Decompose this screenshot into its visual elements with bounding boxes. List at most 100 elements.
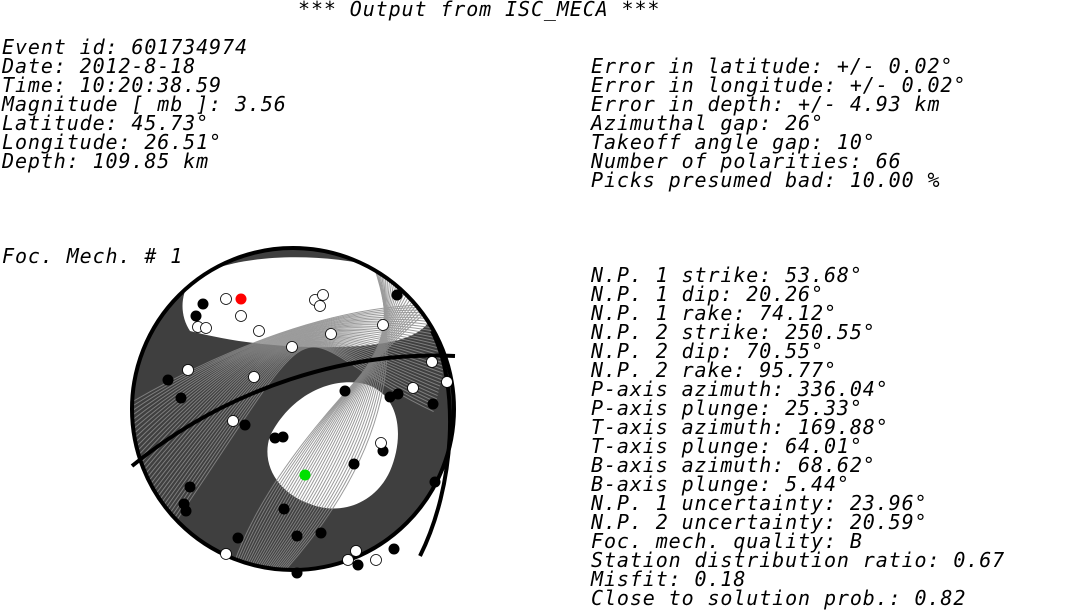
- dilatation-marker: [325, 328, 337, 340]
- uncertainty-line: [132, 304, 454, 407]
- dilatation-marker: [426, 356, 438, 368]
- uncertainty-line: [253, 281, 403, 570]
- np1-dip: N.P. 1 dip: 20.26°: [591, 282, 824, 306]
- number-of-polarities: Number of polarities: 66: [591, 149, 902, 173]
- event-longitude: Longitude: 26.51°: [2, 130, 222, 154]
- uncertainty-line: [259, 275, 396, 570]
- compression-marker: [427, 398, 439, 410]
- dilatation-marker: [407, 382, 419, 394]
- compression-marker: [291, 567, 303, 579]
- compression-marker: [232, 532, 244, 544]
- event-depth: Depth: 109.85 km: [2, 149, 210, 173]
- compression-marker: [429, 476, 441, 488]
- uncertainty-line: [156, 342, 439, 515]
- uncertainty-line: [251, 283, 406, 570]
- uncertainty-line: [229, 305, 433, 570]
- uncertainty-line: [142, 332, 449, 467]
- p-axis-plunge: P-axis plunge: 25.33°: [591, 396, 863, 420]
- np2-dip: N.P. 2 dip: 70.55°: [591, 339, 824, 363]
- misfit: Misfit: 0.18: [591, 567, 747, 591]
- dilatation-marker: [441, 376, 453, 388]
- focal-mechanism-label: Foc. Mech. # 1: [2, 244, 184, 268]
- mechanism-parameters-block: N.P. 1 strike: 53.68° N.P. 1 dip: 20.26°…: [591, 263, 1006, 608]
- compression-marker: [339, 385, 351, 397]
- event-id: Event id: 601734974: [2, 35, 248, 59]
- t-axis-marker: [299, 469, 311, 481]
- uncertainty-line: [235, 299, 426, 570]
- p-axis-marker: [235, 293, 247, 305]
- uncertainty-line: [249, 285, 408, 570]
- dilatation-marker: [248, 371, 260, 383]
- compression-marker: [278, 503, 290, 515]
- compression-marker: [190, 310, 202, 322]
- compression-marker: [180, 505, 192, 517]
- error-latitude: Error in latitude: +/- 0.02°: [591, 54, 954, 78]
- error-depth: Error in depth: +/- 4.93 km: [591, 92, 941, 116]
- location-quality-block: Error in latitude: +/- 0.02° Error in lo…: [591, 54, 967, 192]
- uncertainty-line: [132, 309, 454, 415]
- uncertainty-line: [160, 344, 437, 527]
- uncertainty-line: [231, 303, 431, 570]
- uncertainty-line: [245, 289, 413, 570]
- compression-marker: [388, 543, 400, 555]
- compression-marker: [291, 530, 303, 542]
- dilatation-marker: [286, 341, 298, 353]
- picks-presumed-bad: Picks presumed bad: 10.00 %: [591, 168, 941, 192]
- event-date: Date: 2012-8-18: [2, 54, 197, 78]
- dilatation-marker: [200, 322, 212, 334]
- compression-marker: [391, 289, 403, 301]
- dilatation-marker: [350, 545, 362, 557]
- event-magnitude: Magnitude [ mb ]: 3.56: [2, 92, 287, 116]
- np1-strike: N.P. 1 strike: 53.68°: [591, 263, 863, 287]
- uncertainty-line: [154, 341, 441, 507]
- uncertainty-line: [233, 301, 428, 570]
- uncertainty-line: [241, 293, 418, 570]
- uncertainty-line: [247, 287, 411, 570]
- beachball-diagram: [130, 246, 456, 579]
- uncertainty-line: [237, 297, 423, 570]
- station-distribution-ratio: Station distribution ratio: 0.67: [591, 548, 1006, 572]
- compression-marker: [175, 392, 187, 404]
- compression-marker: [315, 527, 327, 539]
- dilatation-marker: [317, 289, 329, 301]
- t-axis-plunge: T-axis plunge: 64.01°: [591, 434, 863, 458]
- uncertainty-line: [141, 331, 449, 463]
- np1-rake: N.P. 1 rake: 74.12°: [591, 301, 837, 325]
- dilatation-marker: [370, 554, 382, 566]
- error-longitude: Error in longitude: +/- 0.02°: [591, 73, 967, 97]
- dilatation-marker: [182, 364, 194, 376]
- uncertainty-line: [164, 346, 434, 539]
- compression-marker: [348, 458, 360, 470]
- page-title: *** Output from ISC_MECA ***: [298, 0, 661, 21]
- dilatation-marker: [375, 437, 387, 449]
- uncertainty-line: [132, 312, 454, 419]
- uncertainty-line: [134, 322, 454, 439]
- compression-marker: [197, 298, 209, 310]
- compression-marker: [239, 419, 251, 431]
- uncertainty-line: [273, 261, 385, 570]
- compression-marker: [384, 391, 396, 403]
- polarity-markers: [162, 289, 453, 579]
- uncertainty-line: [132, 318, 454, 431]
- np2-rake: N.P. 2 rake: 95.77°: [591, 358, 837, 382]
- dilatation-marker: [314, 300, 326, 312]
- dilatation-marker: [342, 554, 354, 566]
- dilatation-marker: [220, 293, 232, 305]
- nodal-plane-1: [130, 353, 456, 468]
- dilatation-marker: [227, 415, 239, 427]
- uncertainty-line: [137, 327, 452, 451]
- uncertainty-line: [255, 279, 401, 570]
- compression-marker: [352, 559, 364, 571]
- np2-uncertainty: N.P. 2 uncertainty: 20.59°: [591, 510, 928, 534]
- uncertainty-line: [153, 340, 441, 503]
- uncertainty-line: [271, 263, 385, 570]
- event-time: Time: 10:20:38.59: [2, 73, 222, 97]
- b-axis-azimuth: B-axis azimuth: 68.62°: [591, 453, 876, 477]
- takeoff-angle-gap: Takeoff angle gap: 10°: [591, 130, 876, 154]
- compression-marker: [269, 432, 281, 444]
- uncertainty-line: [143, 333, 448, 471]
- dilatation-marker: [377, 319, 389, 331]
- uncertainty-line: [275, 259, 386, 570]
- focal-mechanism-quality: Foc. mech. quality: B: [591, 529, 863, 553]
- dilatation-marker: [235, 310, 247, 322]
